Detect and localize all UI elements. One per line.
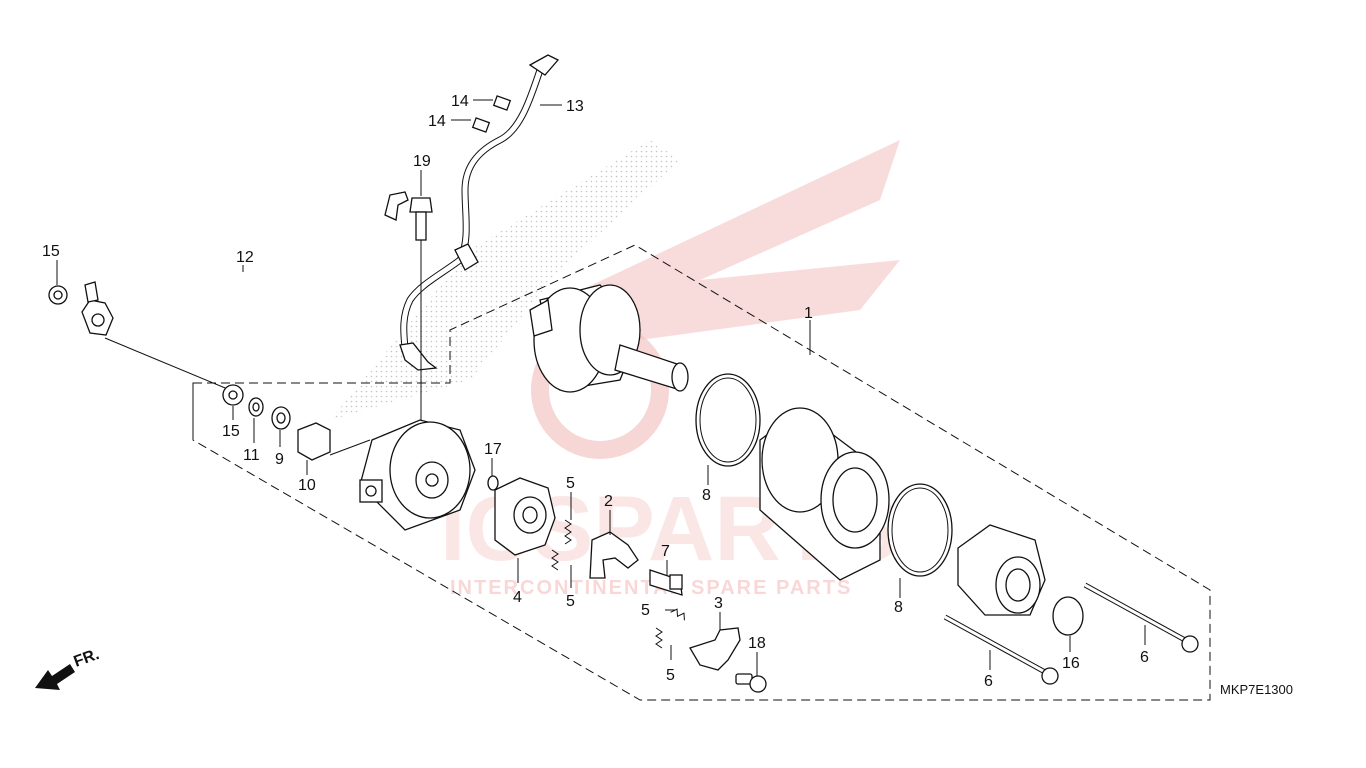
callout-11: 11 — [243, 447, 260, 464]
rear-cover — [359, 419, 476, 531]
callout-8-b: 8 — [894, 599, 903, 616]
nut-15-upper — [48, 285, 68, 305]
o-ring-8-front — [695, 373, 761, 467]
through-bolts-6 — [943, 582, 1199, 685]
watermark-tagline: INTERCONTINENTAL SPARE PARTS — [450, 577, 852, 599]
callout-14-b: 14 — [428, 113, 446, 130]
callout-2: 2 — [604, 493, 613, 510]
callout-15-a: 15 — [42, 243, 60, 260]
callout-5-d: 5 — [666, 667, 675, 684]
watermark-wing-red — [560, 140, 900, 340]
insulator-9 — [271, 406, 291, 430]
callout-17: 17 — [484, 441, 502, 458]
callout-16: 16 — [1062, 655, 1080, 672]
screw-18 — [735, 673, 767, 693]
callout-3: 3 — [714, 595, 723, 612]
battery-cable-12 — [81, 191, 409, 336]
callout-6-a: 6 — [984, 673, 993, 690]
o-ring-17 — [487, 475, 499, 491]
yoke — [759, 407, 890, 581]
washer-11 — [248, 397, 264, 417]
terminal-10 — [297, 422, 371, 461]
callout-19: 19 — [413, 153, 431, 170]
callout-4: 4 — [513, 589, 522, 606]
callout-8-a: 8 — [702, 487, 711, 504]
callout-labels: 1 2 3 4 5 5 5 5 5 6 6 7 8 8 9 10 11 12 1… — [42, 93, 1149, 690]
front-cover — [957, 524, 1046, 616]
o-ring-16 — [1052, 596, 1084, 636]
assembly-outline-path — [192, 244, 1211, 701]
callout-5-b: 5 — [566, 593, 575, 610]
callout-5-c: 5 — [641, 602, 650, 619]
callout-15-b: 15 — [222, 423, 240, 440]
brush-terminal-3 — [689, 627, 741, 671]
callout-12: 12 — [236, 249, 254, 266]
o-ring-8-rear — [887, 483, 953, 577]
assembly-outline — [192, 244, 1211, 701]
drawing-code: MKP7E1300 — [1220, 682, 1293, 697]
callout-18: 18 — [748, 635, 766, 652]
starter-cable-13 — [399, 54, 560, 371]
callout-9: 9 — [275, 451, 284, 468]
brush-holder-4 — [494, 477, 556, 556]
callout-14-a: 14 — [451, 93, 469, 110]
armature — [529, 284, 689, 393]
leader-lines — [56, 99, 1146, 676]
front-arrow: FR. — [35, 646, 102, 690]
nut-15-lower — [222, 384, 244, 406]
bolt-19 — [409, 197, 433, 425]
callout-5-a: 5 — [566, 475, 575, 492]
bolt-7 — [649, 569, 683, 596]
callout-7: 7 — [661, 543, 670, 560]
callout-10: 10 — [298, 477, 316, 494]
callout-6-b: 6 — [1140, 649, 1149, 666]
brush-terminal-2 — [589, 531, 639, 579]
front-indicator-label: FR. — [72, 646, 102, 671]
callout-13: 13 — [566, 98, 584, 115]
callout-1: 1 — [804, 305, 813, 322]
